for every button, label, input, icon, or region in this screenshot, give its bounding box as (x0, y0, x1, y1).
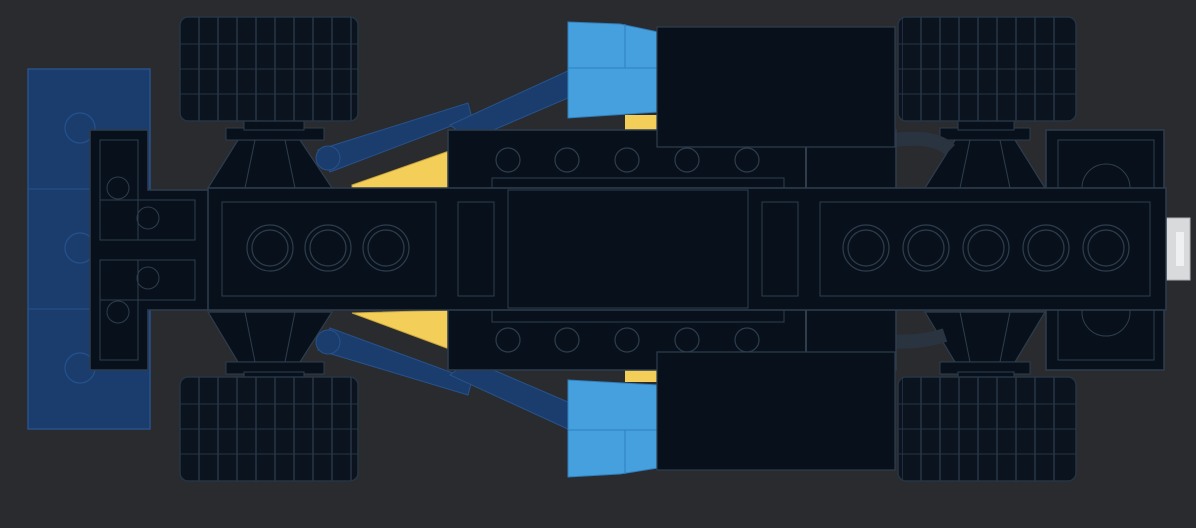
side-panels (567, 21, 659, 478)
wheel-rear-right (179, 376, 359, 482)
yellow-wedges (351, 115, 657, 382)
wheel-front-left (897, 16, 1077, 122)
wheel-front-right (897, 376, 1077, 482)
center-beam (207, 187, 1167, 311)
wheel-rear-left (179, 16, 359, 122)
suspension-arms (315, 69, 576, 431)
cockpit-blocks (656, 26, 896, 471)
rear-frame (89, 129, 211, 371)
